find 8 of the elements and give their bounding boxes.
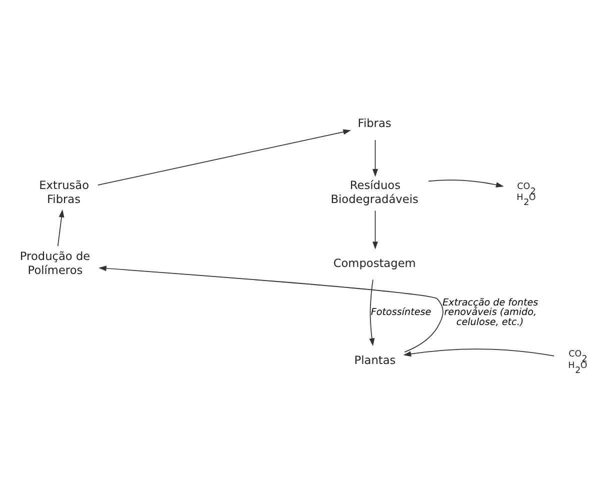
node-text: Fibras <box>358 116 392 130</box>
node-text: Plantas <box>354 352 396 367</box>
node-text: Produção de Polímeros <box>20 248 90 277</box>
edge-label: Fotossíntese <box>370 306 432 318</box>
edge-label: Extracção de fontes renováveis (amido, celulose, etc.) <box>442 298 538 328</box>
node-text: Extrusão Fibras <box>39 178 90 206</box>
node-text: Resíduos Biodegradáveis <box>330 178 418 206</box>
node-text: Compostagem <box>333 256 416 270</box>
